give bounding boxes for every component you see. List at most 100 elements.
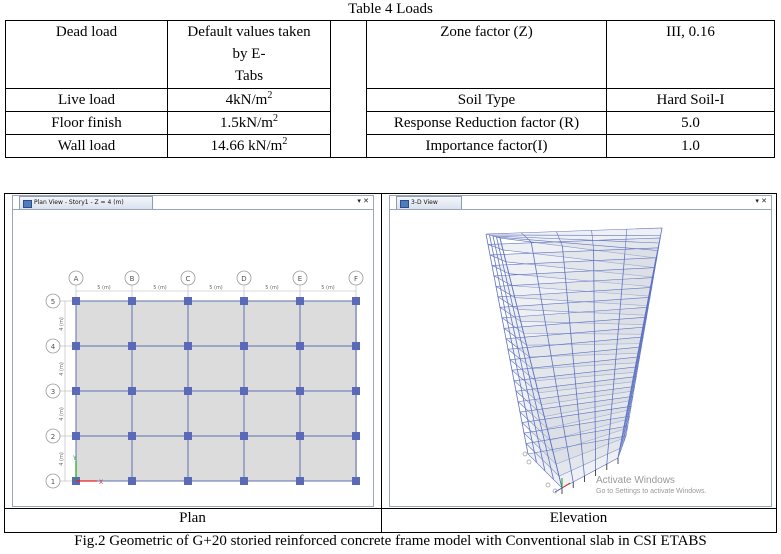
figure-caption: Fig.2 Geometric of G+20 storied reinforc… — [74, 533, 707, 549]
side-column — [496, 236, 554, 480]
plan-drawing[interactable]: A B C D E F 5 4 3 2 1 5 (m) 5 (m) 5 (m) … — [13, 196, 373, 506]
row-label: Dead load — [5, 20, 168, 89]
three-d-window-controls[interactable]: ▾ ✕ — [755, 197, 767, 205]
front-column — [593, 249, 596, 471]
span-label-x: 5 (m) — [321, 285, 335, 291]
plan-view-icon — [23, 200, 32, 208]
bubble-e — [292, 270, 308, 286]
bubble-a — [68, 270, 84, 286]
bubble-5 — [45, 293, 61, 309]
plan-view-tab[interactable]: Plan View - Story1 - Z = 4 (m) — [19, 196, 153, 209]
plan-view-tab-title: Plan View - Story1 - Z = 4 (m) — [34, 199, 124, 206]
row-label: Wall load — [5, 134, 168, 158]
row-label: Live load — [5, 88, 168, 112]
col-label-a: A — [74, 275, 79, 283]
bubble-2 — [45, 428, 61, 444]
table-row: Dead load Default values taken by E- Tab… — [5, 20, 775, 158]
building-3d-model[interactable] — [390, 196, 771, 506]
param-label: Importance factor(I) — [366, 134, 607, 158]
span-label-x: 5 (m) — [209, 285, 223, 291]
column-joints — [72, 297, 360, 485]
three-d-view-window[interactable]: 3-D View ▾ ✕ Activate Windows Go to Sett… — [389, 195, 772, 507]
span-label-x: 5 (m) — [153, 285, 167, 291]
value-line: Tabs — [234, 68, 264, 84]
bubble-1 — [45, 473, 61, 489]
plan-view-window[interactable]: Plan View - Story1 - Z = 4 (m) ▾ ✕ — [12, 195, 374, 507]
three-d-tab-line — [390, 209, 771, 210]
col-label-c: C — [186, 275, 191, 283]
loads-table: Dead load Default values taken by E- Tab… — [5, 20, 775, 158]
x-axis-label: X — [99, 479, 103, 486]
bubble-f — [348, 270, 364, 286]
param-value: 5.0 — [606, 111, 775, 135]
table-row: Live load 4kN/m2 Soil Type Hard Soil-I — [5, 88, 775, 112]
span-label-y: 4 (m) — [59, 362, 65, 376]
bubble-4 — [45, 338, 61, 354]
activate-windows-title: Activate Windows — [596, 475, 675, 486]
row-label-2: 2 — [51, 433, 55, 441]
table-row: Floor finish 1.5kN/m2 Response Reduction… — [5, 111, 775, 135]
col-label-d: D — [241, 275, 246, 283]
column-bubbles — [68, 270, 364, 286]
value-sup: 2 — [282, 136, 288, 147]
value-text: 14.66 kN/m — [210, 138, 283, 154]
figure-label-divider — [4, 508, 776, 509]
param-value: Hard Soil-I — [606, 88, 775, 112]
param-label: Soil Type — [366, 88, 607, 112]
roof-beam — [492, 235, 660, 244]
front-column — [606, 253, 626, 465]
span-label-y: 4 (m) — [59, 452, 65, 466]
span-label-x: 5 (m) — [97, 285, 111, 291]
row-bubbles — [45, 293, 61, 489]
axis-x — [561, 482, 571, 489]
side-column — [485, 233, 529, 455]
plan-label: Plan — [179, 510, 206, 526]
side-column — [489, 234, 537, 463]
side-column — [625, 227, 663, 437]
span-label-x: 5 (m) — [265, 285, 279, 291]
side-column — [492, 235, 546, 472]
value-sup: 2 — [267, 90, 273, 101]
span-label-y: 4 (m) — [59, 317, 65, 331]
roof-beam — [489, 234, 661, 236]
plan-window-controls[interactable]: ▾ ✕ — [357, 197, 369, 205]
bubble-3 — [45, 383, 61, 399]
side-column — [617, 257, 657, 459]
param-value: III, 0.16 — [606, 20, 775, 89]
row-value: 1.5kN/m2 — [167, 111, 331, 135]
value-line: Default values taken — [187, 24, 311, 40]
value-text: 4kN/m — [225, 92, 268, 108]
axis-indicator: Y X — [72, 455, 103, 486]
value-sup: 2 — [272, 113, 278, 124]
side-column — [499, 237, 563, 489]
row-value: 14.66 kN/m2 — [167, 134, 331, 158]
row-label-1: 1 — [51, 478, 55, 486]
row-label-3: 3 — [51, 388, 55, 396]
front-column — [562, 245, 585, 477]
param-label: Response Reduction factor (R) — [366, 111, 607, 135]
dimension-labels: 5 (m) 5 (m) 5 (m) 5 (m) 5 (m) 4 (m) 4 (m… — [59, 285, 335, 466]
plan-tab-line — [13, 209, 373, 210]
col-label-f: F — [354, 275, 358, 283]
front-column — [530, 241, 574, 483]
col-label-e: E — [298, 275, 302, 283]
table-row: Wall load 14.66 kN/m2 Importance factor(… — [5, 134, 775, 158]
roof-beam — [496, 236, 658, 251]
table-gap — [330, 20, 367, 158]
table-title: Table 4 Loads — [348, 1, 433, 17]
axis-y — [554, 487, 563, 493]
span-label-y: 4 (m) — [59, 407, 65, 421]
support-nodes — [522, 451, 558, 494]
row-label-5: 5 — [51, 298, 55, 306]
three-d-view-tab-title: 3-D View — [411, 199, 438, 206]
param-value: 1.0 — [606, 134, 775, 158]
three-d-view-tab[interactable]: 3-D View — [396, 196, 462, 209]
activate-windows-sub: Go to Settings to activate Windows. — [596, 488, 707, 495]
row-label: Floor finish — [5, 111, 168, 135]
elevation-label: Elevation — [549, 510, 608, 526]
param-label: Zone factor (Z) — [366, 20, 607, 89]
row-label-4: 4 — [51, 343, 56, 351]
figure-frame — [4, 193, 777, 533]
bubble-labels: A B C D E F 5 4 3 2 1 — [51, 275, 358, 486]
value-text: 1.5kN/m — [220, 115, 273, 131]
